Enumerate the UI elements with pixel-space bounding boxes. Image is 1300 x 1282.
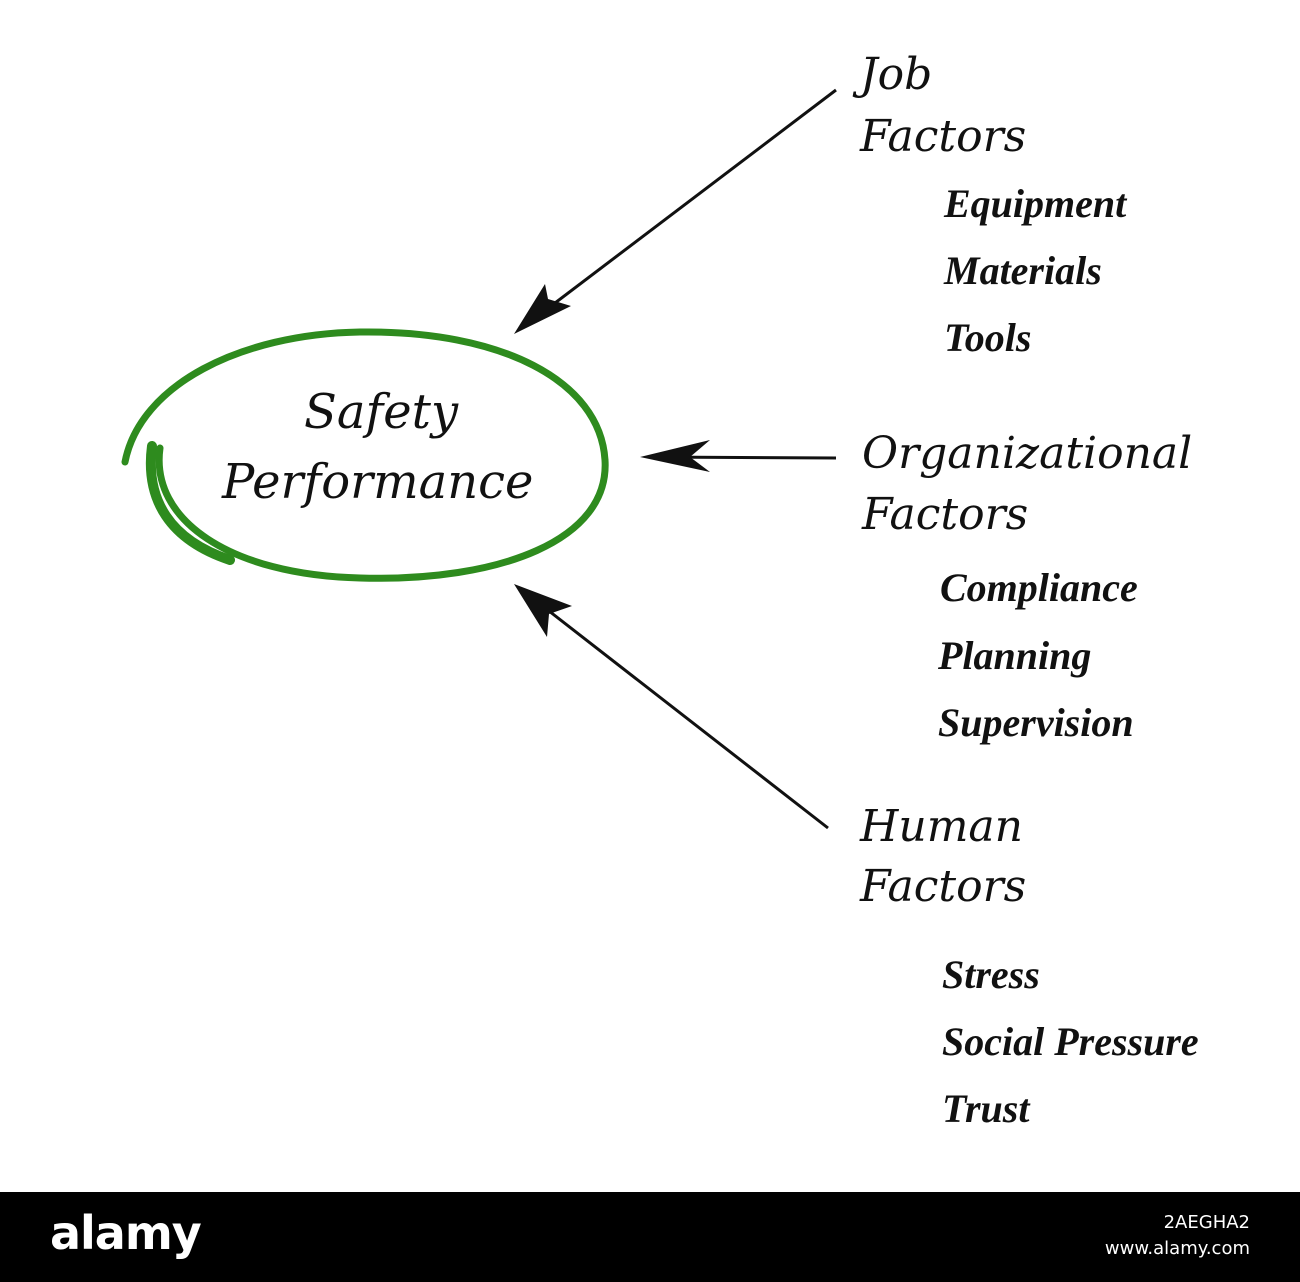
safety-performance-diagram: Safety Performance Job Factors Equipment… bbox=[121, 49, 1199, 1131]
human-factor-item-stress: Stress bbox=[942, 952, 1040, 997]
organizational-factor-item-planning: Planning bbox=[938, 633, 1092, 678]
organizational-factors-title-line-2: Factors bbox=[862, 489, 1029, 540]
organizational-factor-item-supervision: Supervision bbox=[938, 700, 1134, 745]
job-factor-item-materials: Materials bbox=[944, 248, 1102, 293]
diagram-canvas bbox=[121, 88, 837, 830]
job-factors-title-line-2: Factors bbox=[860, 111, 1027, 162]
organizational-factors-title-line-1: Organizational bbox=[862, 428, 1193, 479]
arrow-organizational-factors-head bbox=[640, 440, 710, 472]
center-title-line-1: Safety bbox=[304, 384, 459, 440]
human-factor-item-trust: Trust bbox=[942, 1086, 1030, 1131]
center-title-line-2: Performance bbox=[222, 454, 534, 510]
site-link[interactable]: www.alamy.com bbox=[1104, 1238, 1250, 1259]
arrow-job-factors-head bbox=[514, 284, 571, 334]
arrow-job-factors bbox=[521, 88, 837, 330]
job-factor-item-equipment: Equipment bbox=[944, 181, 1127, 226]
human-factor-item-social-pressure: Social Pressure bbox=[942, 1019, 1199, 1064]
image-id-label: 2AEGHA2 bbox=[1163, 1212, 1250, 1233]
center-ellipse bbox=[121, 328, 609, 582]
job-factor-item-tools: Tools bbox=[944, 315, 1032, 360]
center-ellipse-stroke bbox=[145, 441, 235, 565]
footer-bar: alamy 2AEGHA2 www.alamy.com bbox=[0, 1192, 1300, 1282]
arrow-human-factors-head bbox=[514, 584, 572, 637]
arrow-human-factors bbox=[521, 588, 829, 830]
brand-logo[interactable]: alamy bbox=[50, 1206, 202, 1260]
organizational-factor-item-compliance: Compliance bbox=[940, 565, 1138, 610]
human-factors-title-line-1: Human bbox=[860, 801, 1024, 852]
job-factors-title-line-1: Job bbox=[860, 49, 933, 100]
human-factors-title-line-2: Factors bbox=[860, 861, 1027, 912]
